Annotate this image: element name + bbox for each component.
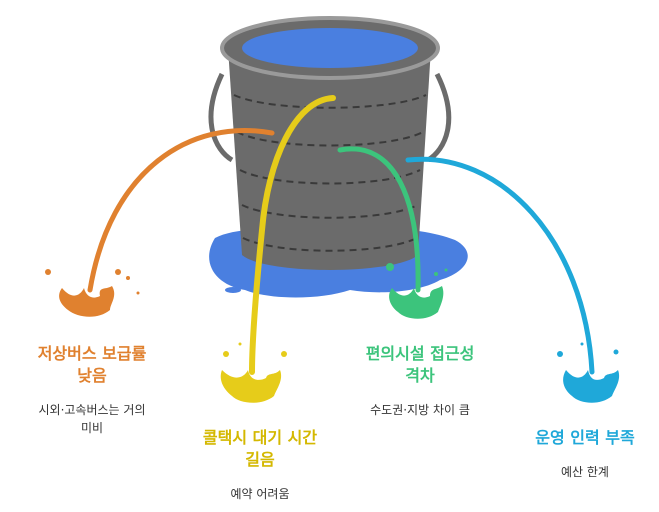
orange-stream [87,127,275,293]
blue-splash [557,342,620,403]
bucket-handle [208,72,452,163]
green-stream [337,146,421,293]
blue-stream [405,156,595,375]
leak-description: 예산 한계 [561,465,609,479]
puddle-splash-small [225,287,241,293]
green-splash [386,263,448,319]
leak-description: 예약 어려움 [230,487,290,501]
leak-label-staffing: 운영 인력 부족 예산 한계 [510,427,659,481]
orange-splash [45,269,140,317]
leak-title: 운영 인력 부족 [535,428,635,447]
leak-description: 수도권·지방 차이 큼 [370,403,470,417]
yellow-splash [220,342,287,403]
yellow-stream [249,95,336,375]
bucket-water [242,28,418,68]
